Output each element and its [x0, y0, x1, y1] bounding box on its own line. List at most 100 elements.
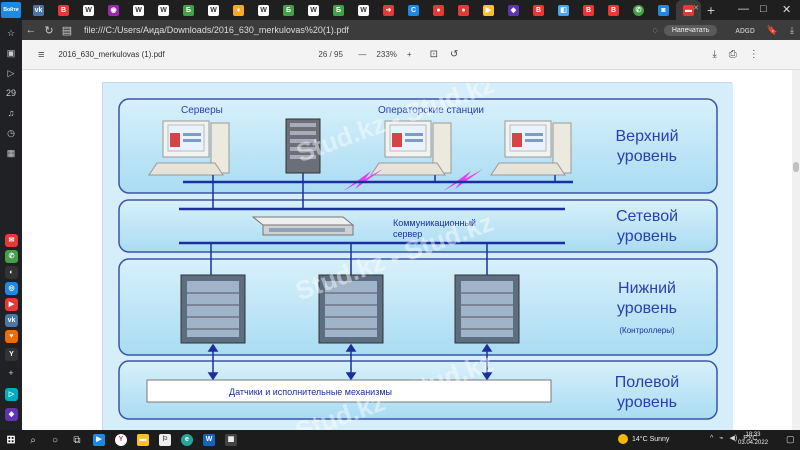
browser-tab[interactable]: ♦: [226, 0, 251, 20]
sensors-label: Датчики и исполнительные механизмы: [229, 387, 392, 397]
menu-icon[interactable]: ≡: [38, 48, 45, 61]
browser-tab[interactable]: ◉: [101, 0, 126, 20]
add-icon[interactable]: +: [8, 368, 14, 378]
notification-icon[interactable]: ♫: [7, 108, 15, 118]
browser-tab[interactable]: vk: [26, 0, 51, 20]
vertical-scrollbar[interactable]: [792, 70, 800, 430]
extension-icon[interactable]: ᴀᴅɢᴅ: [735, 25, 755, 35]
chevron-up-icon[interactable]: ^: [710, 434, 714, 442]
download-icon[interactable]: ⤓: [790, 24, 794, 35]
wiki-icon: W: [258, 4, 269, 16]
task-view-icon[interactable]: ⧉: [73, 434, 81, 446]
download-icon[interactable]: ⤓: [712, 49, 717, 60]
search-icon[interactable]: ⌕: [30, 434, 36, 446]
app-icon[interactable]: Y: [5, 348, 18, 361]
weather-widget[interactable]: 14°C Sunny: [618, 434, 669, 444]
fit-page-icon[interactable]: ⊡: [429, 49, 438, 60]
browser-tab[interactable]: B: [526, 0, 551, 20]
browser-tab[interactable]: B: [601, 0, 626, 20]
browser-tab[interactable]: W: [301, 0, 326, 20]
print-button[interactable]: Напечатать: [663, 24, 718, 36]
zoom-out-button[interactable]: —: [358, 50, 367, 59]
browser-tab[interactable]: W: [151, 0, 176, 20]
media-app-icon[interactable]: ▶: [88, 430, 110, 450]
browser-tab[interactable]: ◆: [501, 0, 526, 20]
more-icon[interactable]: ⋮: [748, 49, 759, 60]
volume-icon[interactable]: ◀): [729, 435, 738, 442]
browser-tab[interactable]: W: [76, 0, 101, 20]
reload-icon[interactable]: ↻: [44, 24, 54, 37]
bookmarks-icon[interactable]: ☆: [6, 28, 16, 38]
minimize-icon[interactable]: —: [738, 3, 749, 15]
browser-tab[interactable]: ➜: [376, 0, 401, 20]
game-app-icon[interactable]: ⚐: [154, 430, 176, 450]
app-icon: Б: [283, 4, 294, 16]
vk-icon[interactable]: vk: [5, 314, 18, 327]
browser-tab[interactable]: Б: [276, 0, 301, 20]
yandex-browser-icon[interactable]: Y: [110, 430, 132, 450]
servers-label: Серверы: [181, 105, 223, 116]
word-icon[interactable]: W: [198, 430, 220, 450]
browser-tab[interactable]: ▶: [476, 0, 501, 20]
login-badge[interactable]: Войти: [1, 2, 21, 18]
whatsapp-icon: ✆: [633, 4, 644, 16]
browser-tab-active[interactable]: ▬✕: [676, 0, 701, 20]
browser-tab[interactable]: C: [401, 0, 426, 20]
app-icon[interactable]: ▷: [5, 388, 18, 401]
history-icon[interactable]: ◷: [7, 128, 15, 138]
app-icon: ◆: [508, 4, 519, 16]
calculator-icon[interactable]: ▦: [220, 430, 242, 450]
network-icon[interactable]: ⌁: [719, 435, 724, 442]
browser-icon[interactable]: ◎: [5, 282, 18, 295]
workstation-pc-icon: [148, 120, 230, 176]
scrollbar-thumb[interactable]: [793, 162, 799, 172]
browser-tab[interactable]: Б: [176, 0, 201, 20]
browser-tab[interactable]: ●: [426, 0, 451, 20]
back-arrow-icon[interactable]: ←: [25, 24, 37, 36]
file-explorer-icon[interactable]: ▬: [132, 430, 154, 450]
close-tab-icon[interactable]: ✕: [693, 5, 699, 12]
browser-tab[interactable]: ✆: [626, 0, 651, 20]
edge-icon[interactable]: e: [176, 430, 198, 450]
browser-tab[interactable]: W: [251, 0, 276, 20]
close-window-icon[interactable]: ✕: [782, 4, 792, 16]
notifications-icon[interactable]: ▢: [786, 434, 795, 444]
youtube-icon[interactable]: ▶: [5, 298, 18, 311]
app-icon: ◉: [108, 4, 119, 16]
cortana-icon[interactable]: ○: [51, 434, 59, 446]
maximize-icon[interactable]: □: [760, 3, 767, 15]
browser-tab[interactable]: W: [351, 0, 376, 20]
browser-tab[interactable]: B: [576, 0, 601, 20]
mail-icon[interactable]: ✉: [5, 234, 18, 247]
app-icon[interactable]: ◆: [5, 408, 18, 421]
system-tray: ^ ⌁ ◀) РУС: [710, 434, 758, 443]
collections-icon[interactable]: ▣: [6, 48, 16, 58]
page-indicator[interactable]: 26 / 95: [318, 50, 343, 59]
language-indicator[interactable]: РУС: [743, 434, 758, 442]
clock[interactable]: 18:33 03.04.2022: [738, 431, 768, 447]
app-icon[interactable]: ◐: [5, 266, 18, 279]
pdf-viewport: Серверы Операторские станции: [22, 70, 800, 430]
browser-tab[interactable]: ◙: [651, 0, 676, 20]
browser-tab[interactable]: ●: [451, 0, 476, 20]
browser-tab[interactable]: Б: [326, 0, 351, 20]
browser-tab[interactable]: W: [126, 0, 151, 20]
browser-tab[interactable]: W: [201, 0, 226, 20]
calendar-icon[interactable]: 29: [5, 88, 16, 98]
address-input[interactable]: file:///C:/Users/Аида/Downloads/2016_630…: [84, 25, 349, 35]
bookmark-icon[interactable]: 🔖: [766, 24, 779, 35]
play-icon[interactable]: ▷: [7, 68, 15, 78]
level-label-low-2: уровень: [617, 300, 677, 317]
whatsapp-icon[interactable]: ✆: [5, 250, 18, 263]
new-tab-button[interactable]: +: [706, 2, 716, 18]
read-mode-icon[interactable]: ◌: [652, 25, 658, 35]
zoom-in-button[interactable]: +: [406, 50, 412, 59]
browser-tab[interactable]: ◧: [551, 0, 576, 20]
wiki-icon: W: [133, 4, 144, 16]
browser-tab[interactable]: B: [51, 0, 76, 20]
apps-grid-icon[interactable]: ▦: [6, 148, 16, 158]
rotate-icon[interactable]: ↺: [449, 49, 459, 60]
app-icon[interactable]: ♥: [5, 330, 18, 343]
windows-start-icon[interactable]: ⊞: [6, 434, 16, 446]
print-icon[interactable]: ⎙: [728, 49, 737, 60]
